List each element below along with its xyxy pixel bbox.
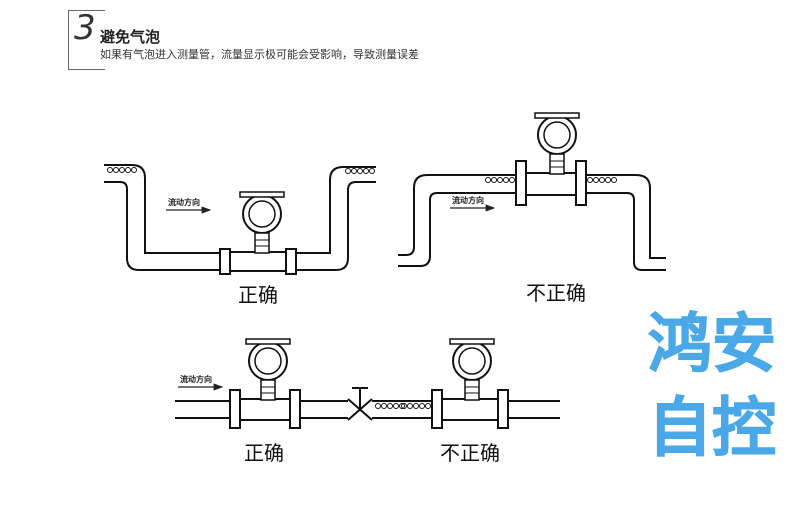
header-frame <box>68 10 105 70</box>
step-number: 3 <box>74 8 96 48</box>
straight-pipe-diagram: 流动方向 正确 不正确 <box>175 338 560 465</box>
flowmeter-icon <box>239 191 285 254</box>
bubbles-icon <box>375 403 405 409</box>
flow-direction-label: 流动方向 <box>452 195 484 205</box>
straight-correct-label: 正确 <box>244 441 284 465</box>
inverted-u-pipe-diagram: 流动方向 不正确 <box>398 112 666 305</box>
flowmeter-icon <box>245 338 291 401</box>
section-subtitle: 如果有气泡进入测量管，流量显示极可能会受影响，导致测量误差 <box>100 48 419 61</box>
flow-direction-label: 流动方向 <box>180 374 212 384</box>
bubbles-icon <box>345 168 375 174</box>
bubbles-icon <box>485 177 515 183</box>
u-pipe-label: 正确 <box>238 283 278 307</box>
flowmeter-icon <box>449 338 495 401</box>
straight-incorrect-label: 不正确 <box>440 441 500 465</box>
section-title: 避免气泡 <box>100 28 161 46</box>
watermark: 鸿安 自控 <box>648 308 777 467</box>
u-pipe-diagram: 流动方向 正确 <box>104 164 376 307</box>
watermark-line2: 自控 <box>648 392 776 466</box>
watermark-line1: 鸿安 <box>648 308 776 382</box>
bubbles-icon <box>587 177 617 183</box>
flowmeter-icon <box>534 112 580 175</box>
bubbles-icon <box>107 167 137 173</box>
flow-direction-label: 流动方向 <box>168 197 200 207</box>
inverted-u-pipe-label: 不正确 <box>526 281 586 305</box>
bubbles-icon <box>401 403 431 409</box>
